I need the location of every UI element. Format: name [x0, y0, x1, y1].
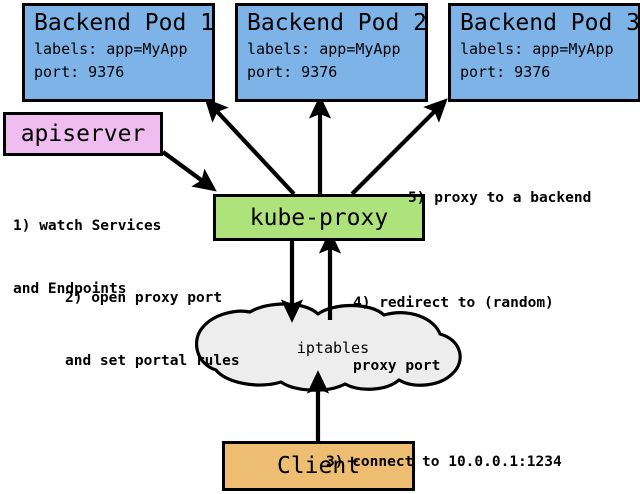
annotation-step-4-line1: 4) redirect to (random) — [353, 295, 554, 311]
annotation-step-2-line2: and set portal rules — [65, 353, 240, 369]
annotation-step-4-line2: proxy port — [353, 358, 441, 374]
backend-pod-2-port: port: 9376 — [247, 63, 338, 81]
annotation-step-1-line1: 1) watch Services — [13, 218, 162, 234]
annotation-step-2-line1: 2) open proxy port — [65, 290, 223, 306]
iptables-cloud-shape — [194, 302, 462, 392]
apiserver-label: apiserver — [20, 121, 146, 147]
backend-pod-2-labels: labels: app=MyApp — [247, 40, 401, 58]
backend-pod-3-labels: labels: app=MyApp — [460, 40, 614, 58]
backend-pod-3-box[interactable]: Backend Pod 3 labels: app=MyApp port: 93… — [448, 3, 640, 102]
backend-pod-2-box[interactable]: Backend Pod 2 labels: app=MyApp port: 93… — [235, 3, 428, 102]
backend-pod-1-box[interactable]: Backend Pod 1 labels: app=MyApp port: 93… — [22, 3, 215, 102]
annotation-step-1: 1) watch Services and Endpoints — [13, 174, 161, 321]
backend-pod-1-port: port: 9376 — [34, 63, 125, 81]
annotation-step-1-line2: and Endpoints — [13, 281, 127, 297]
arrow-kubeproxy-to-pod1 — [204, 98, 296, 196]
iptables-label: iptables — [296, 339, 370, 357]
annotation-step-5: 5) proxy to a backend — [408, 146, 591, 230]
annotation-step-5-line1: 5) proxy to a backend — [408, 190, 592, 206]
backend-pod-1-title: Backend Pod 1 — [34, 10, 215, 36]
annotation-step-4: 4) redirect to (random) proxy port — [353, 251, 554, 398]
client-box[interactable]: Client — [222, 441, 415, 491]
client-label: Client — [276, 453, 361, 479]
annotation-step-3-line1: 3) connect to 10.0.0.1:1234 — [326, 454, 562, 470]
backend-pod-1-labels: labels: app=MyApp — [34, 40, 188, 58]
backend-pod-3-port: port: 9376 — [460, 63, 551, 81]
annotation-step-3: 3) connect to 10.0.0.1:1234 — [326, 410, 562, 494]
backend-pod-3-title: Backend Pod 3 — [460, 10, 640, 36]
apiserver-box[interactable]: apiserver — [3, 112, 163, 156]
arrow-kubeproxy-to-pod3 — [350, 98, 448, 196]
backend-pod-2-title: Backend Pod 2 — [247, 10, 428, 36]
annotation-step-2: 2) open proxy port and set portal rules — [65, 246, 240, 393]
arrow-apiserver-to-kubeproxy — [161, 150, 217, 192]
kube-proxy-label: kube-proxy — [249, 204, 389, 231]
kube-proxy-box[interactable]: kube-proxy — [213, 194, 425, 241]
